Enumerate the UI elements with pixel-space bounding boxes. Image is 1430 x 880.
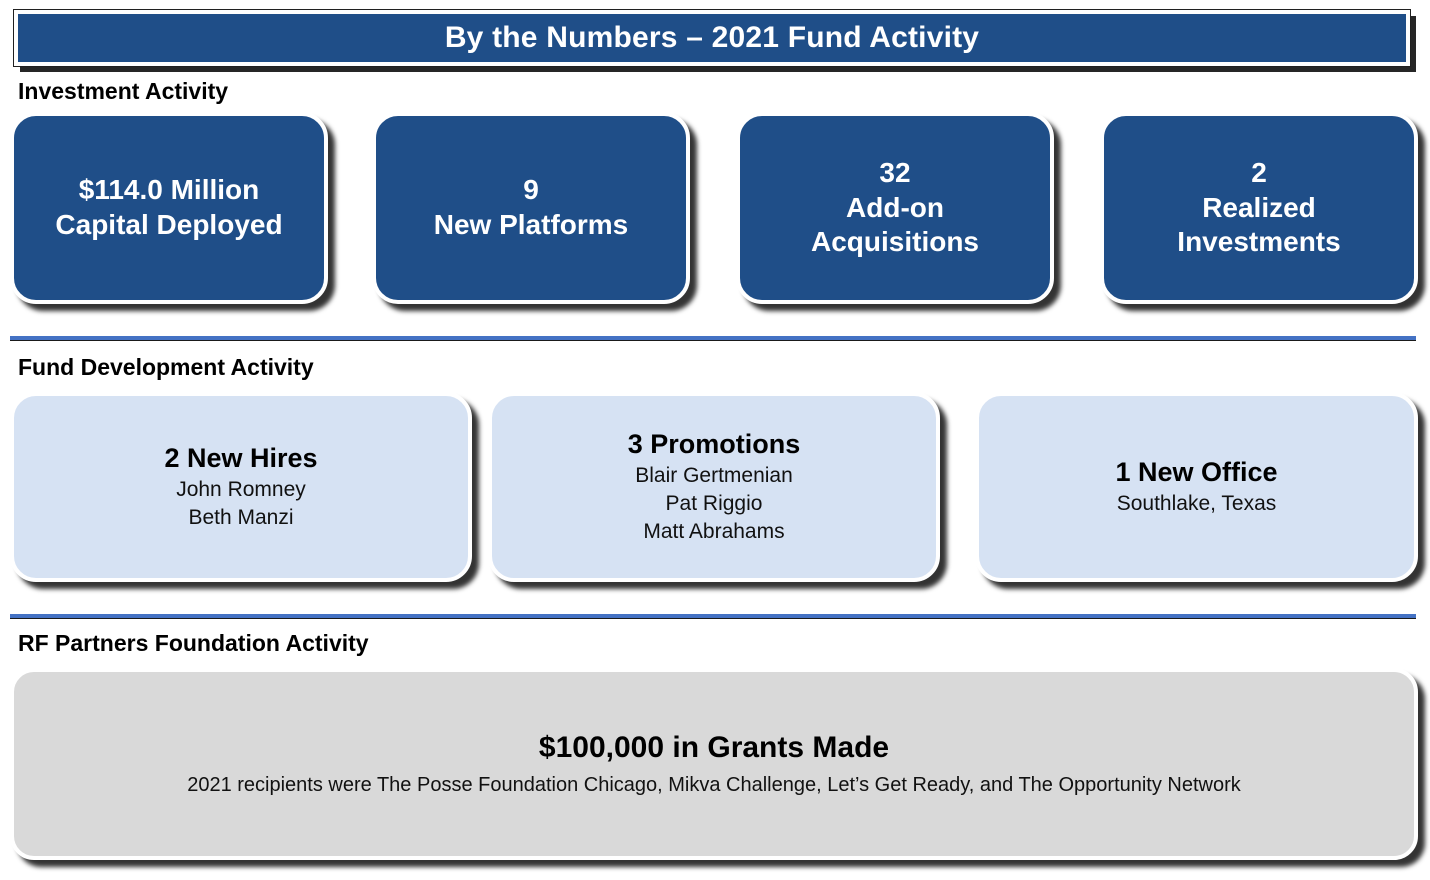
info-card-item: Matt Abrahams xyxy=(643,520,785,544)
section-heading-fund-development-activity: Fund Development Activity xyxy=(18,354,314,380)
grant-recipients-label: 2021 recipients were The Posse Foundatio… xyxy=(187,774,1241,796)
metric-label-2: Investments xyxy=(1177,226,1341,258)
section-heading-foundation-activity: RF Partners Foundation Activity xyxy=(18,630,369,656)
metric-label-2: Acquisitions xyxy=(810,226,979,258)
page-title: By the Numbers – 2021 Fund Activity xyxy=(444,21,980,54)
slide-title-banner: By the Numbers – 2021 Fund Activity xyxy=(13,9,1411,67)
metric-label: Realized xyxy=(1202,191,1316,223)
metric-value: 2 xyxy=(1251,156,1267,188)
section-divider-2 xyxy=(10,614,1416,619)
metric-value: 32 xyxy=(879,156,911,188)
section-heading-investment-activity: Investment Activity xyxy=(18,78,229,104)
metric-value: $114.0 Million xyxy=(78,174,260,206)
info-card-title: 3 Promotions xyxy=(627,428,801,459)
info-card-title: 1 New Office xyxy=(1115,456,1278,487)
foundation-grants-card[interactable]: $100,000 in Grants Made 2021 recipients … xyxy=(10,668,1418,860)
metric-card-capital-deployed[interactable]: $114.0 Million Capital Deployed xyxy=(10,112,328,304)
info-card-item: Southlake, Texas xyxy=(1116,492,1277,516)
metric-card-realized-investments[interactable]: 2 Realized Investments xyxy=(1100,112,1418,304)
info-card-item: Pat Riggio xyxy=(665,492,763,516)
metric-label: New Platforms xyxy=(433,209,629,240)
section-divider-1 xyxy=(10,336,1416,341)
metric-card-new-platforms[interactable]: 9 New Platforms xyxy=(372,112,690,304)
info-card-promotions[interactable]: 3 Promotions Blair Gertmenian Pat Riggio… xyxy=(488,392,940,582)
info-card-new-hires[interactable]: 2 New Hires John Romney Beth Manzi xyxy=(10,392,472,582)
info-card-new-office[interactable]: 1 New Office Southlake, Texas xyxy=(975,392,1418,582)
metric-value: 9 xyxy=(523,174,539,206)
metric-card-add-on-acquisitions[interactable]: 32 Add-on Acquisitions xyxy=(736,112,1054,304)
info-card-title: 2 New Hires xyxy=(164,442,318,473)
info-card-item: Blair Gertmenian xyxy=(635,464,793,488)
grant-total-label: $100,000 in Grants Made xyxy=(538,731,890,764)
info-card-item: Beth Manzi xyxy=(188,506,294,530)
metric-label: Add-on xyxy=(846,191,944,223)
metric-label: Capital Deployed xyxy=(55,209,283,240)
info-card-item: John Romney xyxy=(176,478,306,502)
